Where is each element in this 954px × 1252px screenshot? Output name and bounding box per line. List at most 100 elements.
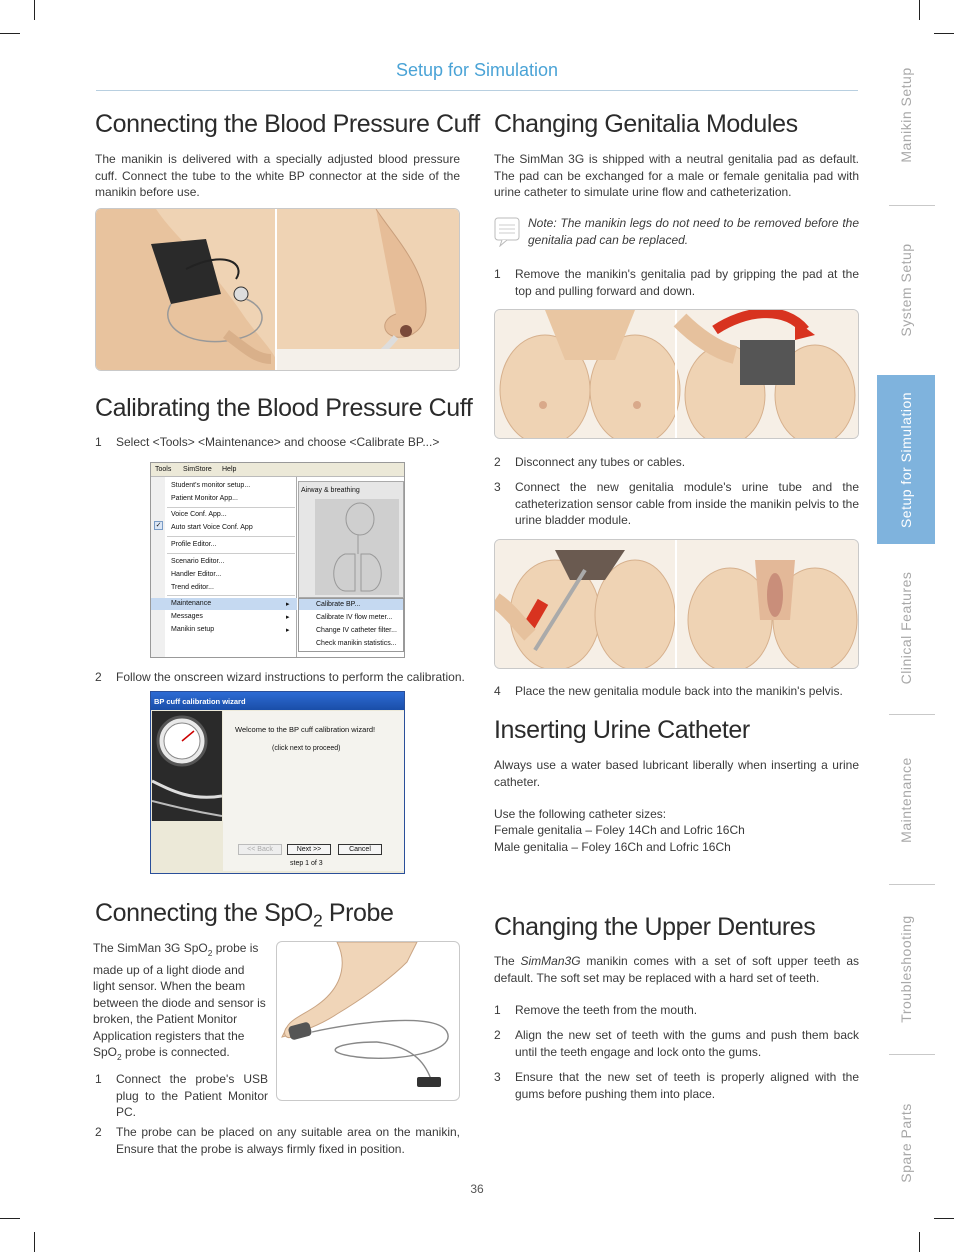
header-rule — [96, 90, 858, 91]
step-number: 2 — [95, 1125, 102, 1139]
step-text: Disconnect any tubes or cables. — [515, 455, 686, 469]
menubar-simstore[interactable]: SimStore — [183, 466, 212, 473]
catheter-size-female: Female genitalia – Foley 14Ch and Lofric… — [494, 823, 745, 837]
genitalia-step-1: 1 Remove the manikin's genitalia pad by … — [494, 266, 859, 300]
step-text: Follow the onscreen wizard instructions … — [116, 670, 465, 684]
submenu-item[interactable]: Calibrate IV flow meter... — [316, 614, 393, 621]
catheter-body: Always use a water based lubricant liber… — [494, 758, 859, 789]
submenu-item[interactable]: Check manikin statistics... — [316, 640, 397, 647]
menu-item[interactable]: Profile Editor... — [171, 541, 217, 548]
menu-item[interactable]: Auto start Voice Conf. App — [171, 524, 253, 531]
side-tab-spare-parts[interactable]: Spare Parts — [898, 1102, 914, 1183]
bp-cuff-body: The manikin is delivered with a speciall… — [95, 152, 460, 199]
step-text: The probe can be placed on any suitable … — [116, 1125, 460, 1156]
submenu-item[interactable]: Change IV catheter filter... — [316, 627, 397, 634]
note-icon — [494, 217, 520, 247]
dentures-body: The SimMan3G manikin comes with a set of… — [494, 954, 859, 985]
crop-mark — [919, 0, 920, 20]
step-number: 2 — [95, 670, 102, 684]
menubar-help[interactable]: Help — [222, 466, 237, 473]
side-tab-separator — [889, 1054, 935, 1055]
bp-cuff-title: Connecting the Blood Pressure Cuff — [95, 110, 480, 138]
bp-cuff-illustration — [95, 208, 460, 371]
step-number: 1 — [95, 435, 102, 449]
wizard-next-button[interactable]: Next >> — [287, 844, 331, 855]
wizard-cancel-button[interactable]: Cancel — [338, 844, 382, 855]
submenu-calibrate-bp[interactable]: Calibrate BP... — [316, 601, 361, 608]
menu-item[interactable]: Manikin setup — [171, 626, 215, 633]
crop-mark — [934, 1218, 954, 1219]
side-tab-manikin-setup[interactable]: Manikin Setup — [898, 67, 914, 163]
genitalia-step-4: 4 Place the new genitalia module back in… — [494, 683, 859, 700]
step-number: 3 — [494, 1070, 501, 1084]
step-text: Connect the new genitalia module's urine… — [515, 480, 859, 527]
panel-title: Airway & breathing — [301, 487, 360, 494]
submenu-arrow-icon: ▸ — [286, 601, 290, 608]
wizard-back-button[interactable]: << Back — [238, 844, 282, 855]
genitalia-connect-illustration — [494, 539, 859, 669]
step-text: Remove the manikin's genitalia pad by gr… — [515, 267, 859, 298]
side-tab-setup-for-simulation[interactable]: Setup for Simulation — [877, 375, 935, 544]
step-number: 1 — [494, 1003, 501, 1017]
menu-item[interactable]: Trend editor... — [171, 584, 214, 591]
tools-menu-screenshot: Tools SimStore Help Student's monitor se… — [150, 462, 405, 658]
calibrate-step-1: 1 Select <Tools> <Maintenance> and choos… — [95, 434, 460, 451]
page-number: 36 — [470, 1182, 484, 1196]
step-text: Remove the teeth from the mouth. — [515, 1003, 698, 1017]
catheter-title: Inserting Urine Catheter — [494, 716, 750, 744]
side-tab-separator — [889, 205, 935, 206]
wizard-welcome-text: Welcome to the BP cuff calibration wizar… — [235, 725, 376, 734]
spo2-title: Connecting the SpO2 Probe — [95, 899, 394, 931]
menu-item[interactable]: Patient Monitor App... — [171, 495, 238, 502]
crop-mark — [0, 33, 20, 34]
crop-mark — [34, 1232, 35, 1252]
menu-item[interactable]: Scenario Editor... — [171, 558, 225, 565]
spo2-step-1: 1 Connect the probe's USB plug to the Pa… — [95, 1071, 268, 1121]
submenu-arrow-icon: ▸ — [286, 614, 290, 621]
genitalia-body: The SimMan 3G is shipped with a neutral … — [494, 152, 859, 199]
crop-mark — [919, 1232, 920, 1252]
step-text: Ensure that the new set of teeth is prop… — [515, 1070, 859, 1101]
dentures-step-3: 3 Ensure that the new set of teeth is pr… — [494, 1069, 859, 1103]
step-number: 1 — [95, 1072, 102, 1086]
genitalia-step-3: 3 Connect the new genitalia module's uri… — [494, 479, 859, 529]
genitalia-title: Changing Genitalia Modules — [494, 110, 798, 138]
wizard-title: BP cuff calibration wizard — [154, 697, 246, 706]
catheter-sizes-intro: Use the following catheter sizes: — [494, 807, 667, 821]
spo2-probe-illustration — [276, 941, 460, 1101]
crop-mark — [34, 0, 35, 20]
dentures-title: Changing the Upper Dentures — [494, 913, 816, 941]
calibration-wizard-window: BP cuff calibration wizard Welcome to th… — [150, 691, 405, 874]
wizard-step-label: step 1 of 3 — [290, 860, 323, 867]
side-tab-maintenance[interactable]: Maintenance — [898, 756, 914, 843]
step-number: 2 — [494, 455, 501, 469]
calibrate-title: Calibrating the Blood Pressure Cuff — [95, 394, 473, 422]
dentures-step-1: 1 Remove the teeth from the mouth. — [494, 1002, 859, 1019]
menu-item[interactable]: Student's monitor setup... — [171, 482, 251, 489]
side-tab-troubleshooting[interactable]: Troubleshooting — [898, 915, 914, 1023]
gauge-image — [152, 711, 222, 821]
page-header-title: Setup for Simulation — [395, 60, 559, 80]
menu-item-maintenance[interactable]: Maintenance — [171, 600, 212, 607]
wizard-hint-text: (click next to proceed) — [272, 745, 341, 752]
calibrate-step-2: 2 Follow the onscreen wizard instruction… — [95, 669, 465, 686]
step-text: Select <Tools> <Maintenance> and choose … — [116, 435, 440, 449]
side-tab-clinical-features[interactable]: Clinical Features — [898, 571, 914, 684]
spo2-step-2: 2 The probe can be placed on any suitabl… — [95, 1124, 460, 1158]
step-text: Connect the probe's USB plug to the Pati… — [116, 1072, 268, 1119]
check-icon: ✓ — [154, 521, 163, 530]
step-number: 3 — [494, 480, 501, 494]
step-number: 1 — [494, 267, 501, 281]
submenu-arrow-icon: ▸ — [286, 627, 290, 634]
menu-item[interactable]: Messages — [171, 613, 203, 620]
side-tab-system-setup[interactable]: System Setup — [898, 243, 914, 337]
menu-item[interactable]: Voice Conf. App... — [171, 511, 227, 518]
menu-item[interactable]: Handler Editor... — [171, 571, 222, 578]
crop-mark — [934, 33, 954, 34]
genitalia-removal-illustration — [494, 309, 859, 439]
lungs-diagram — [333, 502, 382, 592]
menubar-tools[interactable]: Tools — [155, 466, 172, 473]
dentures-step-2: 2 Align the new set of teeth with the gu… — [494, 1027, 859, 1061]
step-number: 4 — [494, 684, 501, 698]
genitalia-step-2: 2 Disconnect any tubes or cables. — [494, 454, 859, 471]
